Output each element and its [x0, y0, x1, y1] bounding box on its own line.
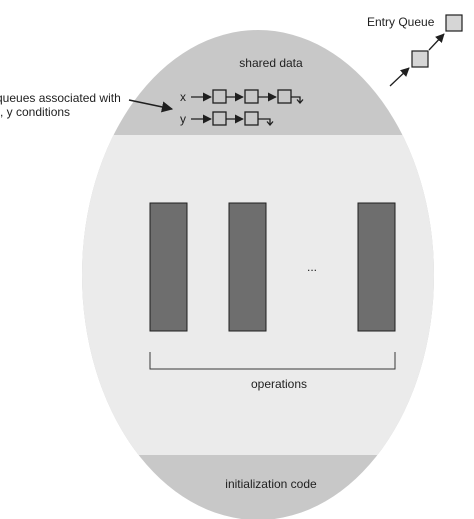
annotation-arrow-icon — [128, 99, 174, 113]
queues-annotation-line1: queues associated with — [0, 91, 121, 105]
operations-ellipsis: ... — [307, 260, 317, 274]
condition-y-label: y — [180, 112, 186, 126]
operation-bar — [149, 202, 188, 332]
operation-bar — [228, 202, 267, 332]
null-terminator-icon — [291, 96, 304, 104]
entry-queue-box-1 — [445, 14, 463, 32]
operations-group: ... — [149, 202, 396, 332]
condition-x-label: x — [180, 90, 186, 104]
null-terminator-icon — [258, 118, 274, 126]
initialization-code-label: initialization code — [225, 477, 317, 491]
condition-queues: x y — [180, 89, 304, 126]
entry-queue-box-2 — [411, 50, 429, 68]
arrow-icon — [389, 67, 410, 87]
operations-label: operations — [251, 377, 307, 391]
shared-data-label: shared data — [239, 56, 303, 70]
entry-queue-label: Entry Queue — [367, 15, 435, 29]
arrow-icon — [428, 33, 445, 51]
entry-queue: Entry Queue — [367, 14, 463, 87]
queues-annotation-line2: x, y conditions — [0, 105, 70, 119]
operation-bar — [357, 202, 396, 332]
operations-bracket — [149, 352, 396, 370]
